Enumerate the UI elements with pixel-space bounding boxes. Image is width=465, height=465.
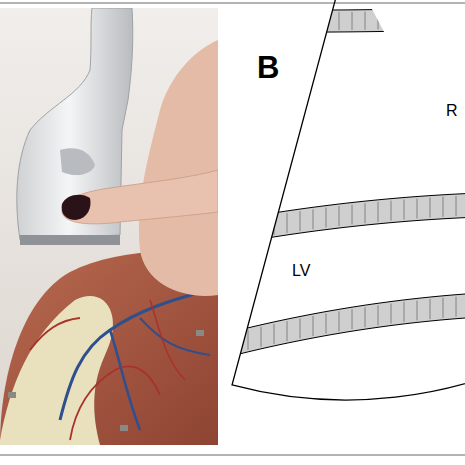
wall-tick xyxy=(365,203,366,223)
wall-tick xyxy=(430,10,431,28)
vessel xyxy=(110,330,140,430)
wall-tick xyxy=(209,11,210,29)
wall-tick xyxy=(378,12,379,30)
wall-tick xyxy=(352,309,353,329)
wall-tick xyxy=(378,202,379,222)
vessel xyxy=(150,300,185,380)
wall-tick xyxy=(443,298,444,318)
fingernail xyxy=(62,195,91,220)
wall-tick xyxy=(443,10,444,28)
wall-tick xyxy=(404,302,405,322)
wall-tick xyxy=(274,12,275,30)
wall-tick xyxy=(313,209,314,229)
wall-tick xyxy=(404,11,405,29)
wall-tick xyxy=(391,201,392,221)
wall-tick xyxy=(391,304,392,324)
wall-band xyxy=(190,193,465,252)
wall-tick xyxy=(235,12,236,30)
wall-tick xyxy=(378,305,379,325)
wall-tick xyxy=(222,224,223,244)
wall-tick xyxy=(287,321,288,341)
wall-tick xyxy=(326,314,327,334)
wall-tick xyxy=(365,12,366,30)
photo-panel xyxy=(0,8,218,445)
wall-tick xyxy=(352,12,353,30)
wall-tick xyxy=(209,340,210,360)
heart-fat xyxy=(0,296,113,445)
wall-tick xyxy=(313,12,314,30)
wall-tick xyxy=(261,327,262,347)
wall-tick xyxy=(209,226,210,246)
panel-letter: B xyxy=(257,52,279,83)
wall-tick xyxy=(235,333,236,353)
wall-tick xyxy=(391,11,392,29)
wall-tick xyxy=(326,208,327,228)
model-pin xyxy=(196,330,204,336)
wall-tick xyxy=(196,343,197,363)
wall-tick xyxy=(261,217,262,237)
sector-outline xyxy=(232,0,465,400)
wall-tick xyxy=(430,299,431,319)
wall-tick xyxy=(248,12,249,30)
chamber-label: R xyxy=(446,103,458,119)
probe-face xyxy=(20,235,120,245)
chamber-label: LV xyxy=(292,263,310,279)
wall-tick xyxy=(456,10,457,28)
wall-tick xyxy=(456,196,457,216)
model-pin xyxy=(8,392,16,398)
vessel xyxy=(60,290,210,420)
echo-schematic xyxy=(190,0,465,400)
frame-line xyxy=(0,454,465,456)
wall-tick xyxy=(326,12,327,30)
wall-tick xyxy=(339,311,340,331)
wall-band xyxy=(190,293,465,367)
wall-tick xyxy=(261,12,262,30)
wall-tick xyxy=(222,336,223,356)
wall-tick xyxy=(287,213,288,233)
vessel xyxy=(30,318,80,350)
wall-tick xyxy=(313,316,314,336)
probe-grip xyxy=(60,148,95,175)
photo-background xyxy=(0,8,218,445)
wall-tick xyxy=(248,219,249,239)
wall-tick xyxy=(287,12,288,30)
wall-tick xyxy=(248,330,249,350)
wall-tick xyxy=(417,199,418,219)
vessel xyxy=(140,318,210,355)
wall-tick xyxy=(196,229,197,249)
thumb xyxy=(62,170,218,224)
wall-tick xyxy=(300,12,301,30)
wall-tick xyxy=(300,211,301,231)
model-pin xyxy=(120,425,128,431)
wall-tick xyxy=(417,11,418,29)
vessel xyxy=(70,366,160,440)
wall-tick xyxy=(404,200,405,220)
wall-tick xyxy=(274,324,275,344)
wall-tick xyxy=(443,197,444,217)
wall-tick xyxy=(417,300,418,320)
wall-tick xyxy=(456,297,457,317)
wall-tick xyxy=(300,319,301,339)
wall-tick xyxy=(352,205,353,225)
wall-tick xyxy=(339,12,340,30)
wall-tick xyxy=(196,11,197,29)
wall-tick xyxy=(430,198,431,218)
wall-tick xyxy=(339,206,340,226)
wall-tick xyxy=(365,307,366,327)
wall-bands xyxy=(190,7,465,367)
frame-line xyxy=(0,2,465,4)
hand xyxy=(139,40,218,296)
wall-tick xyxy=(235,221,236,241)
wall-tick xyxy=(222,12,223,30)
